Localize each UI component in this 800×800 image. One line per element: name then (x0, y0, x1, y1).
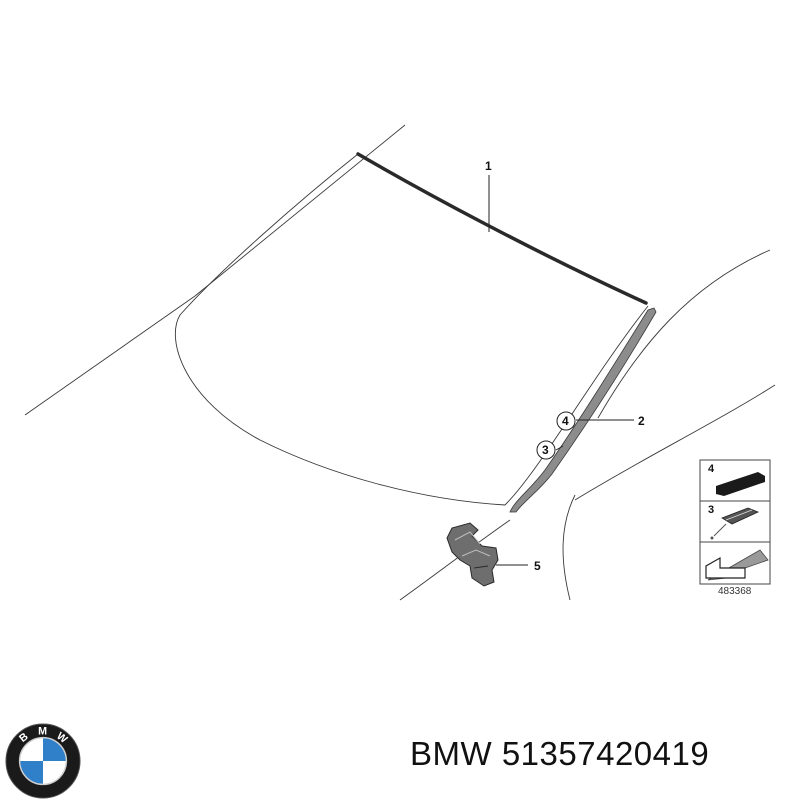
top-moulding (356, 152, 648, 305)
parts-legend: 4 3 483368 (699, 459, 771, 597)
diagram-code: 483368 (718, 586, 752, 597)
logo-letter-m: M (38, 726, 47, 738)
bmw-logo: B M W (5, 723, 81, 799)
legend-clip-3 (710, 507, 760, 540)
part-caption: BMW 51357420419 (410, 737, 709, 770)
car-body-outline (24, 124, 776, 601)
callout-5: 5 (534, 559, 541, 573)
legend-item-3-label: 3 (708, 504, 714, 516)
legend-item-4-label: 4 (708, 463, 715, 475)
legend-arrow-diagram (705, 549, 769, 581)
legend-clip-4 (716, 472, 765, 496)
callout-3: 3 (542, 443, 549, 457)
windshield-glass (174, 153, 649, 506)
callout-2: 2 (638, 414, 645, 428)
side-pillar-moulding (509, 307, 657, 513)
callout-1: 1 (485, 159, 492, 173)
brand-name: BMW (410, 735, 493, 772)
callout-4-circle: 4 (556, 411, 576, 431)
leader-lines (488, 175, 634, 566)
callout-4: 4 (562, 414, 569, 428)
mounting-bracket (446, 522, 499, 587)
part-number: 51357420419 (501, 735, 710, 772)
callout-3-circle: 3 (536, 440, 556, 460)
